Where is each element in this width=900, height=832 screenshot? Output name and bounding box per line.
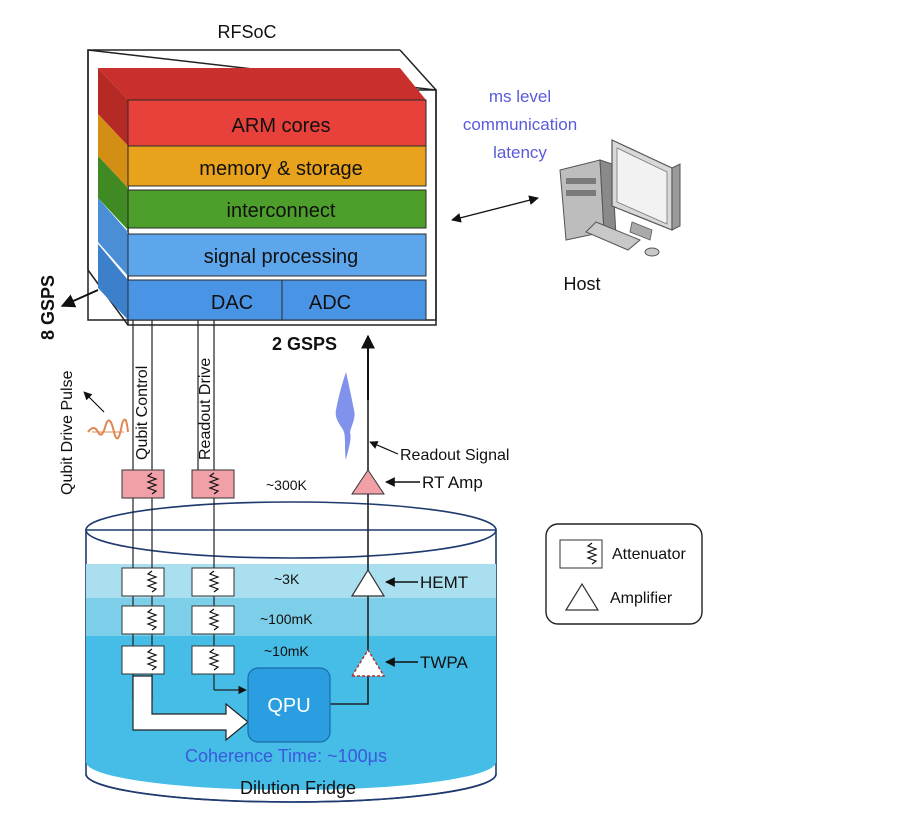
layer-memory-storage: memory & storage (98, 114, 427, 188)
qpu-label: QPU (267, 695, 310, 717)
readout-return-line (330, 342, 369, 705)
host-label: Host (563, 274, 600, 294)
twpa-label: TWPA (420, 653, 469, 672)
temp-300k-label: ~300K (266, 477, 308, 493)
latency-line-1: ms level (489, 87, 551, 106)
qubit-drive-pulse-label: Qubit Drive Pulse (59, 370, 76, 495)
temp-100mk-label: ~100mK (260, 611, 313, 627)
dilution-fridge: Dilution Fridge (85, 501, 497, 803)
hemt-label: HEMT (420, 573, 468, 592)
computer-icon (559, 139, 681, 257)
rt-amp-amplifier-icon (351, 469, 385, 495)
temp-3k-label: ~3K (274, 571, 300, 587)
dac-rate-arrow (60, 289, 99, 308)
attenuator-3k-qubit (121, 567, 165, 597)
attenuator-10mk-readout (191, 645, 235, 675)
control-lines (132, 320, 375, 742)
dac-label: DAC (211, 292, 253, 314)
layer-dac-adc: DAC ADC (98, 244, 427, 321)
host-group: ms level communication latency Host (451, 87, 681, 294)
latency-line-2: communication (463, 115, 577, 134)
attenuator-100mk-qubit (121, 605, 165, 635)
stage-3k-band (86, 564, 496, 598)
qpu-block: QPU (247, 667, 331, 743)
dac-rate-label: 8 GSPS (38, 275, 58, 340)
attenuator-300k-readout (191, 469, 235, 499)
qubit-control-hollow-arrow (132, 675, 249, 742)
readout-drive-label: Readout Drive (197, 358, 214, 460)
layer-interconnect: interconnect (98, 156, 427, 230)
readout-signal-label: Readout Signal (400, 447, 509, 464)
attenuator-3k-readout (191, 567, 235, 597)
legend-attenuator-icon (559, 539, 603, 569)
fridge-label: Dilution Fridge (240, 778, 356, 798)
readout-signal-arrow (369, 441, 399, 455)
layer-signal-processing: signal processing (98, 198, 427, 277)
fridge-top-rim (85, 501, 497, 559)
qubit-control-label: Qubit Control (134, 366, 151, 460)
arm-cores-label: ARM cores (232, 115, 331, 137)
host-link-arrow (451, 195, 539, 223)
interconnect-label: interconnect (227, 200, 336, 222)
legend-box: Attenuator Amplifier (545, 523, 703, 625)
attenuator-10mk-qubit (121, 645, 165, 675)
rfsoc-block: ARM cores memory & storage interconnect … (87, 22, 437, 326)
coherence-time-label: Coherence Time: ~100μs (185, 746, 387, 766)
stage-100mk-band (86, 598, 496, 636)
attenuator-100mk-readout (191, 605, 235, 635)
signal-processing-label: signal processing (204, 246, 359, 268)
rfsoc-title: RFSoC (217, 22, 276, 42)
readout-signal-waveform (335, 372, 355, 460)
legend-attenuator-label: Attenuator (612, 546, 687, 563)
adc-label: ADC (309, 292, 351, 314)
temp-10mk-label: ~10mK (264, 643, 309, 659)
memory-storage-label: memory & storage (199, 158, 362, 180)
attenuator-300k-qubit (121, 469, 165, 499)
twpa-amplifier-icon (350, 648, 386, 677)
legend-amplifier-icon (564, 582, 600, 611)
latency-line-3: latency (493, 143, 547, 162)
legend-amplifier-label: Amplifier (610, 590, 673, 607)
layer-arm-cores: ARM cores (98, 68, 427, 147)
adc-rate-label: 2 GSPS (272, 334, 337, 354)
rt-amp-label: RT Amp (422, 473, 483, 492)
pulse-arrow (83, 391, 105, 413)
qubit-drive-pulse-waveform (87, 418, 129, 440)
hemt-amplifier-icon (350, 568, 386, 597)
